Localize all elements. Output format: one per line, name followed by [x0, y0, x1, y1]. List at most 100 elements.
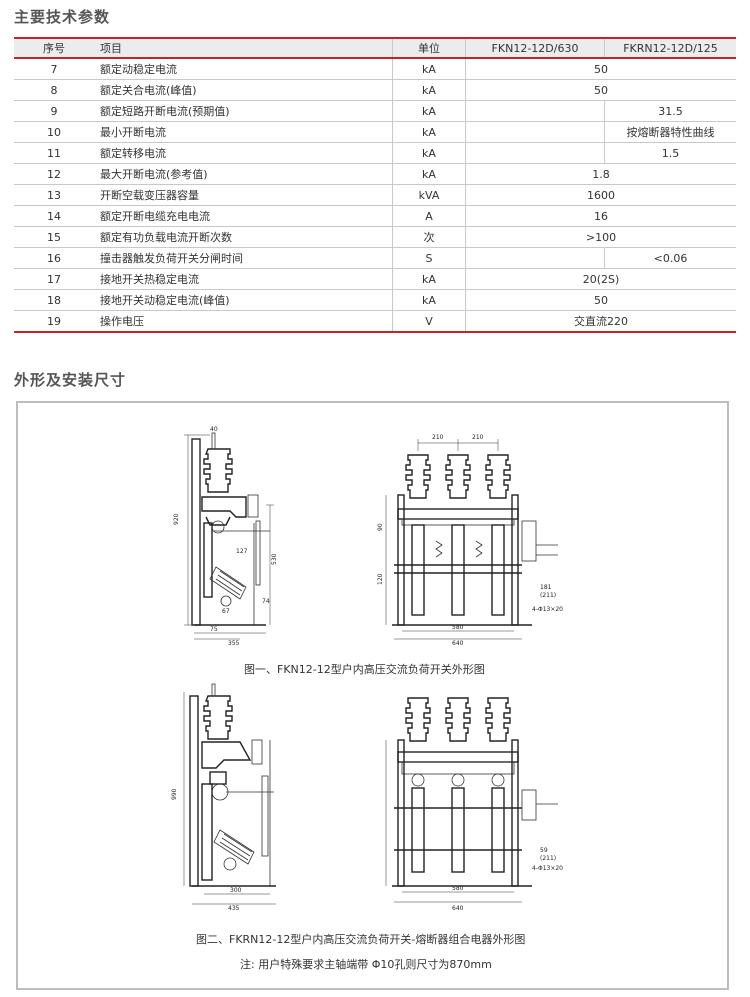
row-item: 额定短路开断电流(预期值) — [94, 100, 393, 122]
row-number: 17 — [14, 268, 94, 290]
row-number: 10 — [14, 121, 94, 143]
dim-label-210-b: 210 — [472, 434, 484, 441]
row-unit: kA — [392, 121, 466, 143]
row-value-both-models: 交直流220 — [465, 310, 736, 333]
row-number: 16 — [14, 247, 94, 269]
fig1-side-view-drawing: 920 40 530 127 74 67 75 355 — [173, 426, 278, 645]
row-number: 9 — [14, 100, 94, 122]
figure-2-caption: 图二、FKRN12-12型户内高压交流负荷开关-熔断器组合电器外形图 — [196, 933, 526, 946]
drawing-note: 注: 用户特殊要求主轴端带 Φ10孔则尺寸为870mm — [240, 958, 492, 971]
dim-label-580: 580 — [452, 624, 464, 631]
row-value-both-models: 1600 — [465, 184, 736, 206]
dim-label-181: 181 — [540, 584, 552, 591]
dim-label-59: 59 — [540, 847, 548, 854]
row-value-fkrn: 按熔断器特性曲线 — [604, 121, 736, 143]
dim-label-355: 355 — [228, 640, 240, 645]
dim-label-mounting-holes-fig2: 4-Φ13×20 — [532, 865, 563, 872]
dim-label-210-a: 210 — [432, 434, 444, 441]
row-item: 撞击器触发负荷开关分闸时间 — [94, 247, 393, 269]
row-number: 13 — [14, 184, 94, 206]
dim-label-90: 90 — [377, 523, 384, 531]
row-value-fkrn: 1.5 — [604, 142, 736, 164]
dim-label-74: 74 — [262, 598, 270, 605]
row-value-fkrn: <0.06 — [604, 247, 736, 269]
row-value-fkn — [465, 247, 605, 269]
dim-label-67: 67 — [222, 608, 230, 615]
row-value-fkn — [465, 100, 605, 122]
section-title-specs: 主要技术参数 — [14, 8, 111, 26]
row-value-both-models: 20(2S) — [465, 268, 736, 290]
row-value-fkn — [465, 121, 605, 143]
row-unit: kA — [392, 79, 466, 101]
dim-label-75: 75 — [210, 626, 218, 633]
header-unit: 单位 — [392, 37, 466, 59]
dim-label-990: 990 — [171, 788, 178, 800]
header-no: 序号 — [14, 37, 94, 59]
dim-label-127: 127 — [236, 548, 248, 555]
row-number: 7 — [14, 58, 94, 80]
row-item: 接地开关动稳定电流(峰值) — [94, 289, 393, 311]
row-unit: V — [392, 310, 466, 333]
row-item: 接地开关热稳定电流 — [94, 268, 393, 290]
row-item: 额定开断电缆充电电流 — [94, 205, 393, 227]
dim-label-300: 300 — [230, 887, 242, 894]
drawing-frame — [16, 401, 729, 990]
dim-label-530: 530 — [271, 553, 278, 565]
row-unit: kA — [392, 142, 466, 164]
row-value-fkn — [465, 142, 605, 164]
row-unit: A — [392, 205, 466, 227]
row-value-both-models: 50 — [465, 289, 736, 311]
row-number: 8 — [14, 79, 94, 101]
header-model-1: FKN12-12D/630 — [465, 37, 605, 59]
dim-label-640: 640 — [452, 640, 464, 645]
dim-label-120: 120 — [377, 573, 384, 585]
row-number: 14 — [14, 205, 94, 227]
row-value-both-models: 50 — [465, 79, 736, 101]
row-item: 操作电压 — [94, 310, 393, 333]
row-value-both-models: 1.8 — [465, 163, 736, 185]
row-item: 额定动稳定电流 — [94, 58, 393, 80]
row-value-both-models: >100 — [465, 226, 736, 248]
row-item: 额定关合电流(峰值) — [94, 79, 393, 101]
row-number: 15 — [14, 226, 94, 248]
row-unit: kA — [392, 58, 466, 80]
row-unit: kA — [392, 289, 466, 311]
dim-label-211: (211) — [540, 592, 556, 599]
dim-label-40: 40 — [210, 426, 218, 433]
row-item: 最小开断电流 — [94, 121, 393, 143]
row-unit: kA — [392, 100, 466, 122]
row-item: 额定转移电流 — [94, 142, 393, 164]
row-unit: kA — [392, 163, 466, 185]
row-unit: 次 — [392, 226, 466, 248]
row-unit: S — [392, 247, 466, 269]
row-number: 12 — [14, 163, 94, 185]
row-unit: kVA — [392, 184, 466, 206]
figure-1-caption: 图一、FKN12-12型户内高压交流负荷开关外形图 — [244, 663, 485, 676]
row-number: 18 — [14, 289, 94, 311]
row-unit: kA — [392, 268, 466, 290]
row-value-fkrn: 31.5 — [604, 100, 736, 122]
table-header-row: 序号 项目 单位 FKN12-12D/630 FKRN12-12D/125 — [14, 37, 736, 59]
row-number: 11 — [14, 142, 94, 164]
row-value-both-models: 50 — [465, 58, 736, 80]
fig1-front-view-drawing: 210 210 90 120 181 (211) 4-Φ13×20 580 64… — [377, 434, 563, 645]
section-title-dimensions: 外形及安装尺寸 — [14, 371, 127, 389]
header-item: 项目 — [94, 37, 393, 59]
row-value-both-models: 16 — [465, 205, 736, 227]
dim-label-640-fig2: 640 — [452, 905, 464, 912]
fig2-front-view-drawing: 59 (211) 4-Φ13×20 580 640 — [385, 697, 563, 912]
dim-label-435: 435 — [228, 905, 240, 912]
row-item: 最大开断电流(参考值) — [94, 163, 393, 185]
row-item: 开断空载变压器容量 — [94, 184, 393, 206]
